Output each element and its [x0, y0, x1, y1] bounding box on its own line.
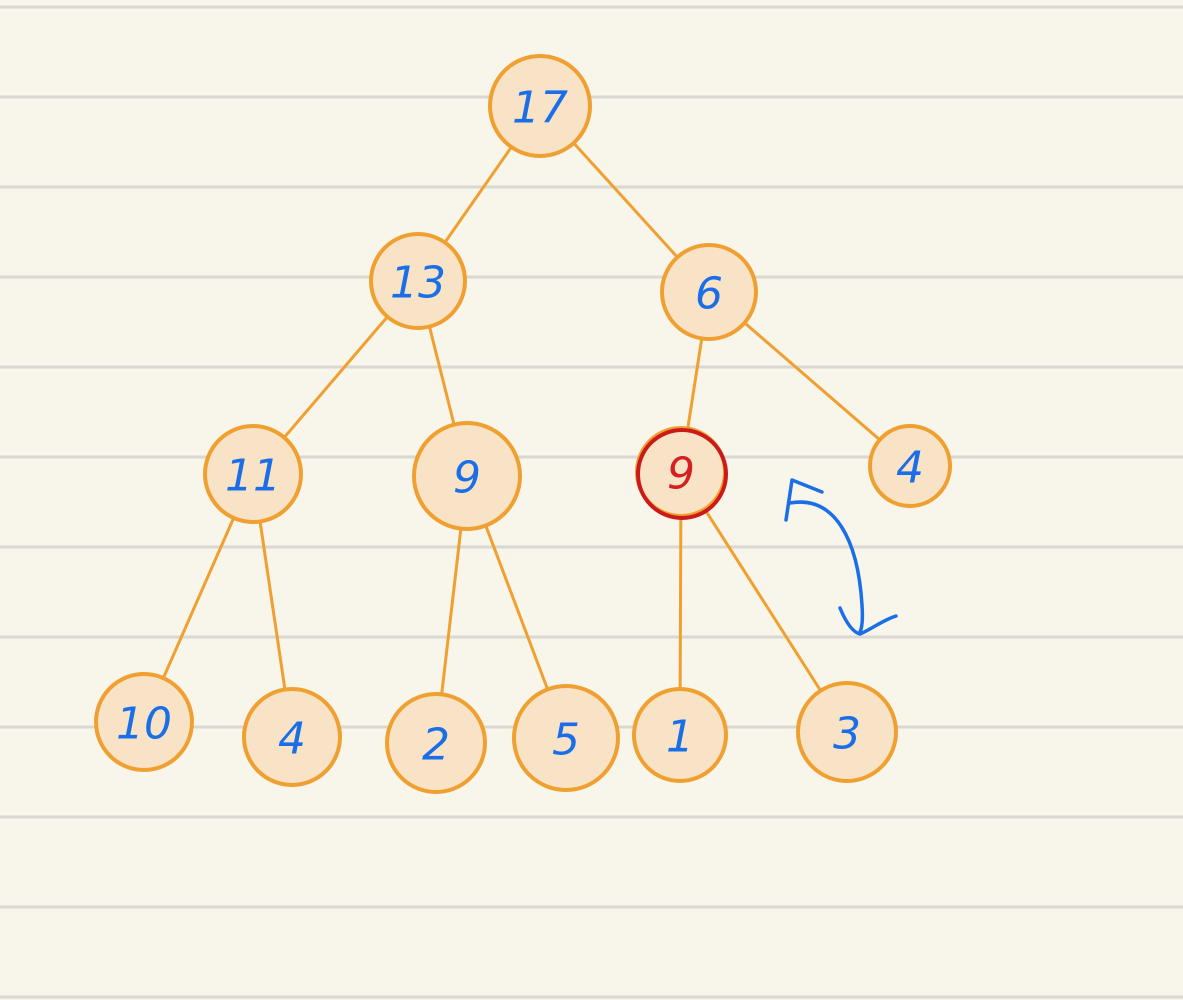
node-label: 9 — [667, 449, 695, 500]
tree-edge — [701, 504, 825, 696]
tree-node: 17 — [488, 54, 592, 158]
node-label: 1 — [666, 712, 694, 763]
arrowhead-icon — [784, 478, 824, 522]
tree-edge — [569, 138, 682, 262]
tree-node: 1 — [632, 687, 728, 783]
tree-node: 6 — [660, 243, 758, 341]
node-label: 2 — [422, 720, 450, 771]
node-circle — [660, 243, 758, 341]
swap-annotation — [784, 478, 898, 636]
tree-edge — [441, 142, 516, 248]
tree-edge — [160, 512, 237, 684]
tree-edges — [160, 138, 885, 700]
node-circle — [512, 684, 620, 792]
node-label: 10 — [116, 699, 172, 750]
node-label: 3 — [833, 709, 861, 760]
node-label: 4 — [896, 443, 924, 494]
tree-edge — [426, 321, 457, 430]
tree-node: 4 — [242, 687, 342, 787]
tree-node: 5 — [512, 684, 620, 792]
tree-edge — [257, 516, 288, 695]
node-circle — [203, 424, 303, 524]
tree-node: 4 — [868, 424, 952, 508]
tree-node: 9 — [412, 421, 522, 531]
node-circle — [796, 681, 898, 783]
node-circle — [632, 687, 728, 783]
curved-double-arrow-icon — [788, 500, 865, 634]
node-label: 5 — [552, 715, 580, 766]
node-circle — [369, 232, 467, 330]
highlight-ring — [636, 428, 728, 520]
node-circle — [242, 687, 342, 787]
tree-edge — [280, 312, 392, 443]
node-label: 17 — [512, 83, 568, 134]
node-label: 11 — [225, 451, 281, 502]
node-circle — [412, 421, 522, 531]
tree-node: 3 — [796, 681, 898, 783]
tree-edge — [740, 318, 885, 444]
arrowhead-icon — [838, 606, 898, 636]
tree-node: 2 — [385, 692, 487, 794]
node-circle — [868, 424, 952, 508]
node-circle — [385, 692, 487, 794]
tree-edge — [439, 523, 463, 700]
node-circle — [488, 54, 592, 158]
node-label: 4 — [278, 714, 306, 765]
tree-edge — [685, 332, 704, 434]
node-label: 9 — [453, 453, 481, 504]
node-circle — [94, 672, 194, 772]
node-label: 6 — [695, 269, 723, 320]
tree-edge — [482, 520, 551, 695]
tree-edge — [678, 510, 683, 695]
tree-node: 11 — [203, 424, 303, 524]
notebook-rule-lines — [0, 5, 1183, 999]
tree-node: 13 — [369, 232, 467, 330]
node-label: 13 — [390, 258, 446, 309]
highlighted-node: 9 — [635, 426, 728, 520]
tree-node: 10 — [94, 672, 194, 772]
